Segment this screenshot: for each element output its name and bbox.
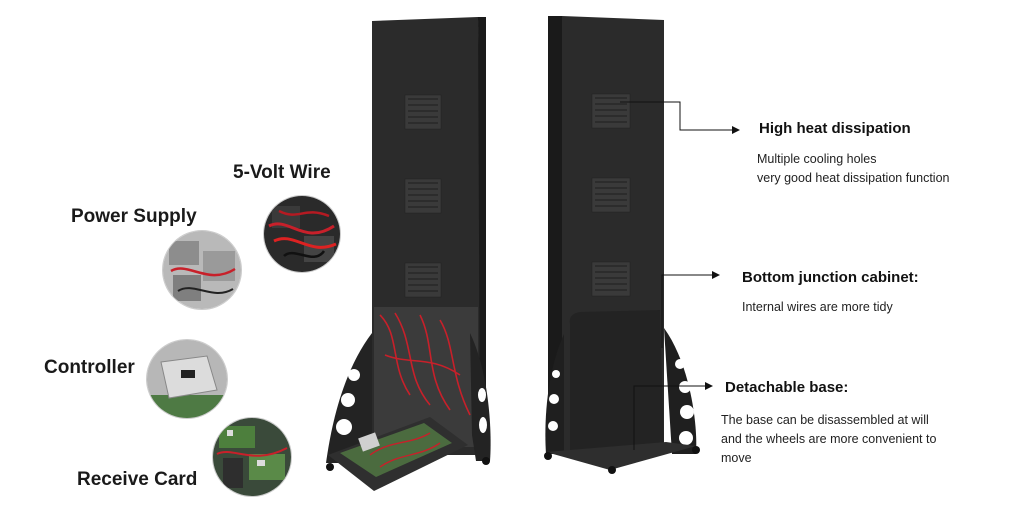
feature-desc-heat-dissipation: Multiple cooling holes very good heat di… <box>757 150 950 188</box>
feature-desc-detachable-base: The base can be disassembled at will and… <box>721 411 936 468</box>
feature-desc-bottom-cabinet: Internal wires are more tidy <box>742 298 893 317</box>
feature-desc-line: very good heat dissipation function <box>757 171 950 185</box>
feature-title-detachable-base: Detachable base: <box>725 379 849 396</box>
controller-thumbnail <box>146 339 228 419</box>
feature-desc-line: move <box>721 451 752 465</box>
label-5-volt-wire: 5-Volt Wire <box>233 162 331 183</box>
display-with-open-cabinet <box>326 17 491 491</box>
feature-desc-line: The base can be disassembled at will <box>721 413 929 427</box>
display-closed-rear-view <box>544 16 700 474</box>
receive-card-thumbnail <box>212 417 292 497</box>
label-controller: Controller <box>44 357 135 378</box>
feature-title-bottom-cabinet: Bottom junction cabinet: <box>742 269 919 286</box>
label-power-supply: Power Supply <box>71 206 197 227</box>
feature-title-heat-dissipation: High heat dissipation <box>759 120 911 137</box>
feature-desc-line: and the wheels are more convenient to <box>721 432 937 446</box>
feature-desc-line: Internal wires are more tidy <box>742 300 893 314</box>
label-receive-card: Receive Card <box>77 469 198 490</box>
five-volt-wire-thumbnail <box>263 195 341 273</box>
feature-desc-line: Multiple cooling holes <box>757 152 877 166</box>
power-supply-thumbnail <box>162 230 242 310</box>
